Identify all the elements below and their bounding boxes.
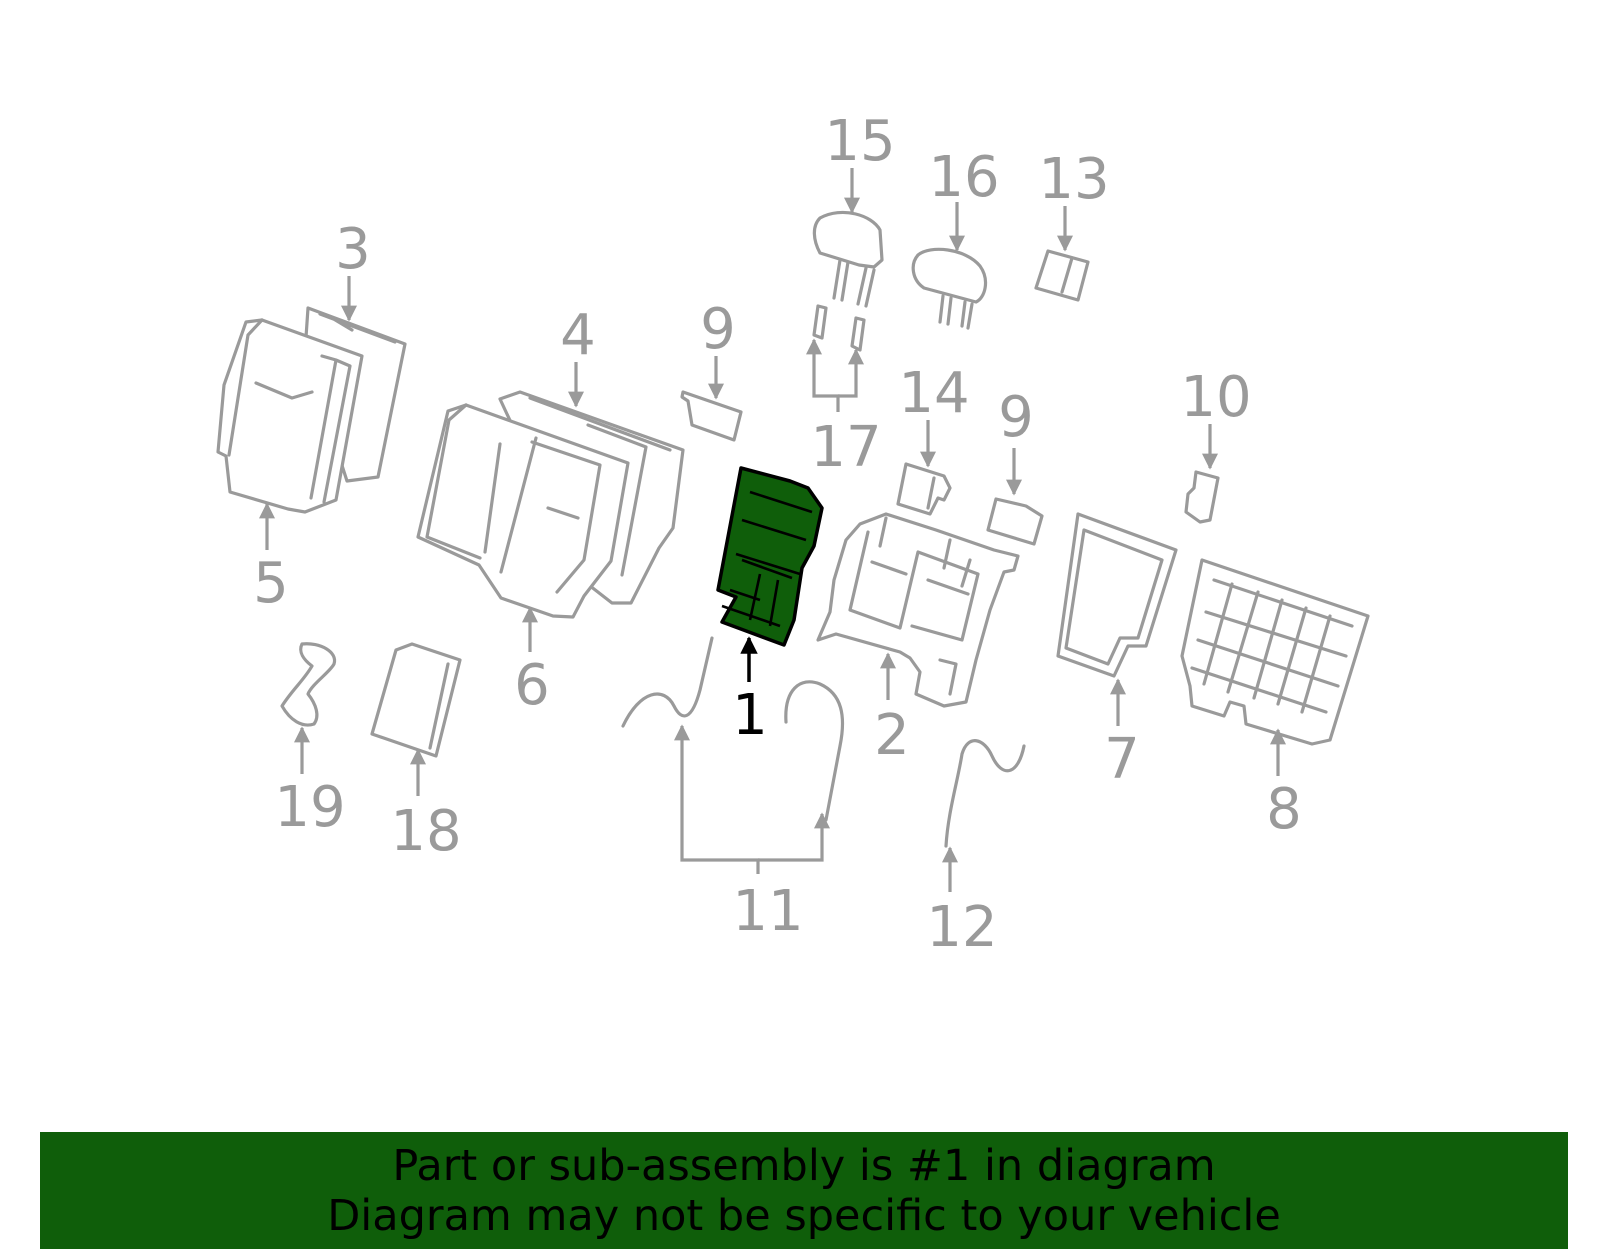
callout-11: 11 — [732, 879, 803, 944]
callout-8: 8 — [1266, 777, 1302, 842]
part-15-headrest[interactable] — [812, 210, 884, 308]
part-12-cable[interactable] — [944, 739, 1026, 848]
banner-line-disclaimer: Diagram may not be specific to your vehi… — [327, 1190, 1281, 1241]
callout-2: 2 — [874, 703, 910, 768]
callout-10: 10 — [1180, 365, 1251, 430]
callout-16: 16 — [928, 145, 999, 210]
part-9-clip-upper[interactable] — [680, 390, 743, 442]
callout-17: 17 — [810, 415, 881, 480]
part-6-seatback-pad[interactable] — [416, 403, 630, 619]
part-8-grid-panel[interactable] — [1180, 558, 1370, 746]
part-2-seat-frame[interactable] — [816, 512, 1020, 708]
part-18-trim-panel[interactable] — [370, 642, 462, 758]
banner-line-part-number: Part or sub-assembly is #1 in diagram — [392, 1140, 1216, 1191]
part-5-seatback-pad[interactable] — [216, 318, 364, 514]
callout-9-upper: 9 — [700, 297, 736, 362]
callout-12: 12 — [926, 895, 997, 960]
callout-7: 7 — [1104, 727, 1140, 792]
callout-15: 15 — [824, 109, 895, 174]
part-7-panel[interactable] — [1056, 512, 1178, 678]
part-10-clip[interactable] — [1184, 470, 1220, 524]
callout-6: 6 — [514, 653, 550, 718]
callout-19: 19 — [274, 775, 345, 840]
leader-lines — [259, 168, 1286, 892]
callout-13: 13 — [1038, 147, 1109, 212]
part-11-cables[interactable] — [621, 636, 845, 822]
callout-4: 4 — [560, 303, 596, 368]
part-16-headrest[interactable] — [911, 247, 988, 330]
part-14-bracket[interactable] — [896, 462, 952, 516]
part-17-headrest-guides[interactable] — [812, 304, 866, 352]
info-banner: Part or sub-assembly is #1 in diagram Di… — [40, 1132, 1568, 1249]
callout-3: 3 — [335, 217, 371, 282]
part-13-trim-cover[interactable] — [1034, 249, 1090, 302]
callout-9-right: 9 — [998, 385, 1034, 450]
part-19-strap[interactable] — [280, 642, 337, 727]
part-1-seatback-frame[interactable] — [716, 466, 824, 647]
callout-18: 18 — [390, 799, 461, 864]
callout-14: 14 — [898, 361, 969, 426]
callout-5: 5 — [253, 551, 289, 616]
callout-1-highlighted: 1 — [732, 683, 768, 748]
part-9-clip-right[interactable] — [986, 497, 1044, 546]
